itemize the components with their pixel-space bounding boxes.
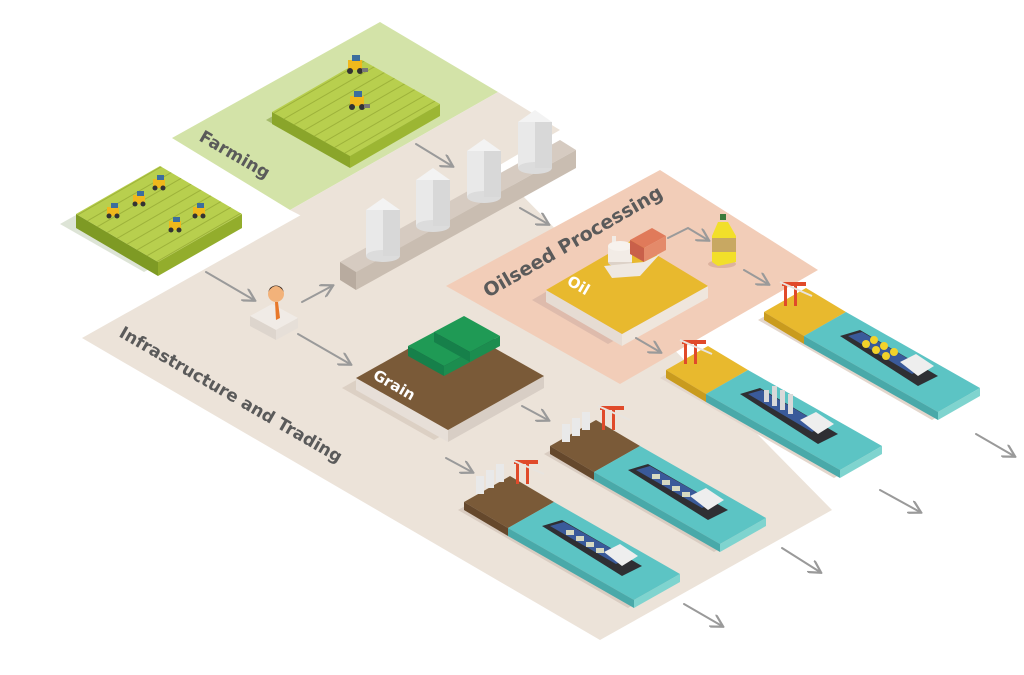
- arrow-icon: [975, 433, 1014, 456]
- port-crane-icon: [679, 339, 713, 364]
- tractor-icon: [347, 55, 368, 74]
- tractor-icon: [106, 203, 120, 219]
- arrow-icon: [205, 271, 254, 300]
- port-oil-bottles: [758, 281, 980, 420]
- silo-icon: [562, 412, 590, 442]
- arrow-icon: [635, 337, 660, 352]
- port-crane-icon: [597, 405, 631, 430]
- silo-icon: [476, 464, 504, 494]
- arrow-icon: [521, 405, 548, 420]
- main-field: [266, 55, 440, 168]
- cargo-ship-icon: [542, 520, 642, 576]
- silo-platform: [340, 110, 576, 290]
- arrow-icon: [683, 603, 722, 626]
- silo-icon: [518, 110, 552, 174]
- tractor-icon: [152, 175, 166, 191]
- port-grain-1: [544, 405, 766, 552]
- oil-refinery-icon: [604, 228, 666, 278]
- arrow-icon: [445, 457, 472, 472]
- grain-block: Grain: [342, 316, 544, 442]
- cargo-ship-icon: [840, 330, 938, 386]
- arrow-icon: [415, 143, 452, 166]
- cargo-ship-icon: [740, 386, 838, 444]
- arrow-icon: [667, 226, 708, 240]
- oil-bottle-icon: [708, 214, 736, 268]
- arrow-icon: [743, 269, 768, 284]
- arrow-icon: [301, 286, 332, 303]
- tractor-icon: [168, 217, 182, 233]
- arrow-icon: [297, 333, 350, 364]
- port-grain-2: [458, 459, 680, 608]
- arrow-icon: [879, 489, 920, 512]
- port-oil-silos: [660, 339, 882, 478]
- rail-wagon-icon: [434, 316, 500, 362]
- silo-icon: [366, 198, 400, 262]
- silo-icon: [416, 168, 450, 232]
- arrow-icon: [519, 207, 548, 224]
- port-crane-icon: [511, 459, 545, 484]
- silo-icon: [467, 139, 501, 203]
- side-field: [60, 166, 242, 276]
- trader: [250, 285, 298, 340]
- tractor-icon: [132, 191, 146, 207]
- tractor-icon: [192, 203, 206, 219]
- tractor-icon: [349, 91, 370, 110]
- arrow-icon: [781, 547, 820, 572]
- flow-arrows: [205, 143, 1014, 626]
- trader-headset-icon: [268, 285, 284, 320]
- cargo-ship-icon: [628, 464, 728, 520]
- port-crane-icon: [779, 281, 813, 306]
